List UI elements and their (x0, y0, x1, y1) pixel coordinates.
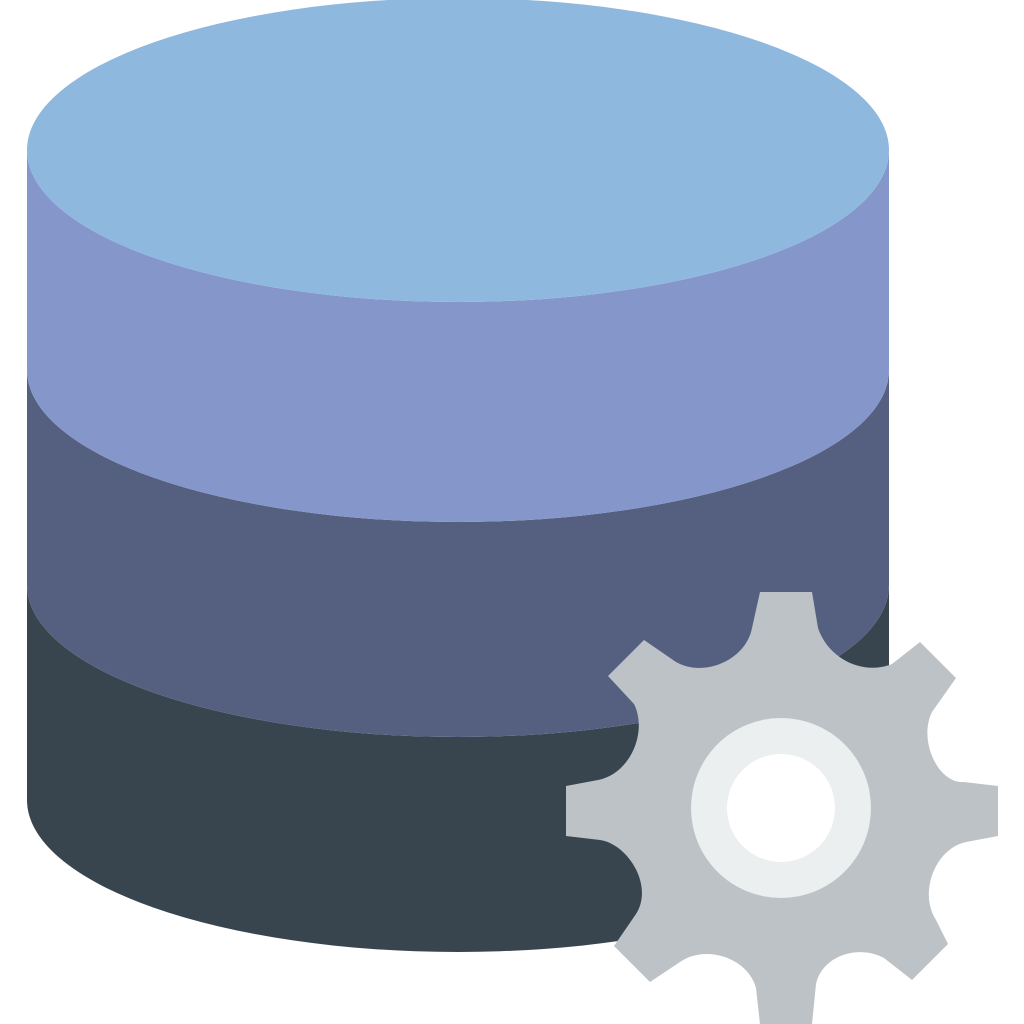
gear-center (727, 754, 835, 862)
database-layer-upper (27, 150, 889, 522)
database-top (27, 0, 889, 302)
database-layer-middle (27, 370, 889, 737)
gear-icon (566, 592, 998, 1024)
